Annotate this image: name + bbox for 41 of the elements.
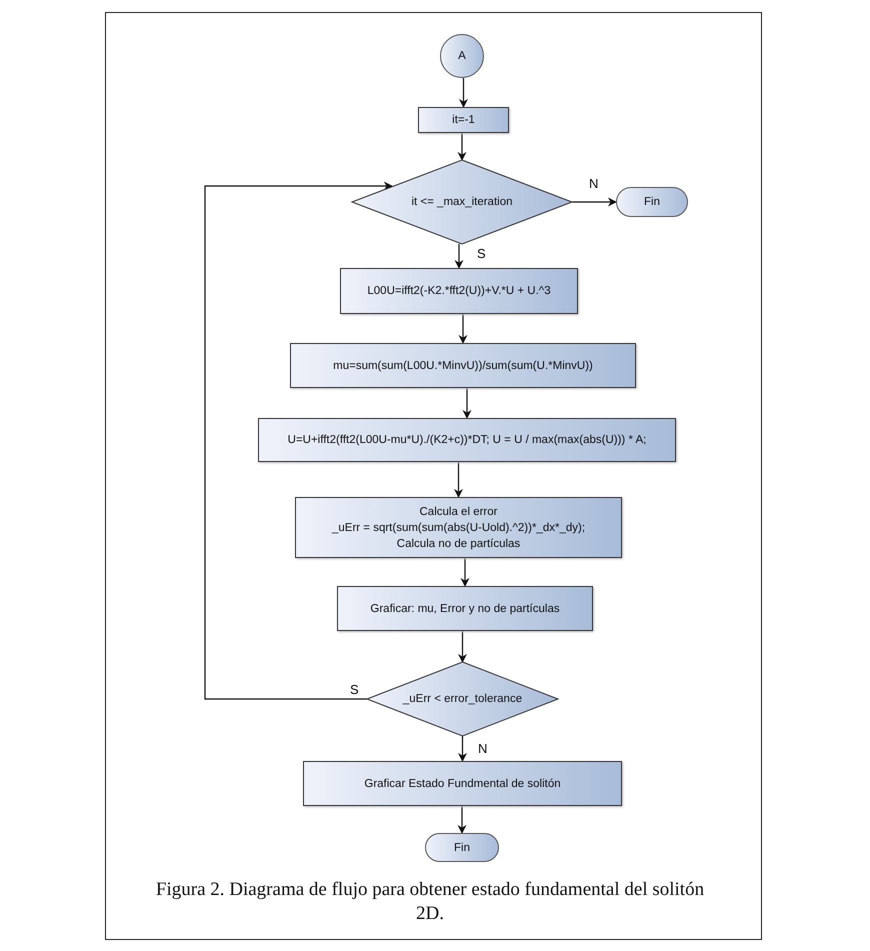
node-text: L00U=ifft2(-K2.*fft2(U))+V.*U + U.^3 <box>367 284 551 299</box>
node-text: Calcula el error <box>420 504 498 520</box>
edge-label: S <box>349 683 360 697</box>
arrow <box>462 388 472 419</box>
terminator <box>425 833 499 862</box>
node-text: _uErr < error_tolerance <box>402 692 522 707</box>
arrow <box>458 806 466 834</box>
arrow <box>460 558 470 587</box>
arrow <box>454 244 464 269</box>
node-text: U=U+ifft2(fft2(L00U-mu*U)./(K2+c))*DT; U = U / max(max(abs(U))) * A; <box>288 433 646 448</box>
figure-caption: Figura 2. Diagrama de flujo para obtener estado fundamental del solitón 2D. <box>154 878 706 926</box>
process-box <box>340 268 578 314</box>
arrow <box>458 133 466 161</box>
arrow <box>204 182 393 700</box>
node-text: A <box>458 49 466 64</box>
arrow <box>572 198 617 206</box>
node-text: mu=sum(sum(L00U.*MinvU))/sum(sum(U.*MinvU)) <box>333 358 593 374</box>
process-box <box>295 497 622 558</box>
process-box <box>258 418 676 462</box>
node-text: Graficar Estado Fundmental de solitón <box>364 776 561 792</box>
node-text: it <= _max_iteration <box>411 195 512 210</box>
terminator <box>616 187 688 217</box>
node-text: Calcula no de partículas <box>396 536 520 552</box>
edge-label: N <box>588 177 600 191</box>
edge-label: S <box>476 247 487 261</box>
edge-label: N <box>477 742 488 756</box>
arrow <box>458 631 467 663</box>
node-text: it=-1 <box>452 113 475 128</box>
node-text: Fin <box>644 195 660 210</box>
node-text: _uErr = sqrt(sum(sum(abs(U-Uold).^2))*_dx*_dy); <box>332 520 586 536</box>
process-box <box>303 761 622 806</box>
connector-circle <box>440 34 484 78</box>
node-text: Fin <box>454 840 470 856</box>
process-box <box>337 586 593 631</box>
process-box <box>290 343 636 388</box>
process-box <box>418 107 509 133</box>
arrow <box>458 314 468 344</box>
arrow <box>454 462 463 498</box>
arrow <box>459 78 468 108</box>
arrow <box>458 736 467 762</box>
node-text: Graficar: mu, Error y no de partículas <box>370 602 560 616</box>
